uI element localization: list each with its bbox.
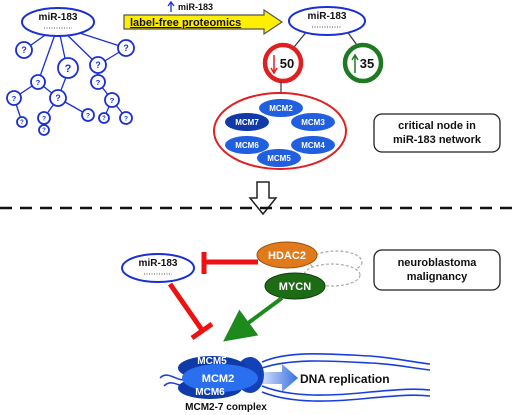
unknown-node-10 <box>81 108 95 122</box>
up-arrow-icon <box>351 53 359 61</box>
complex-label-mcm6: MCM6 <box>195 387 225 398</box>
arrow-mir-label: miR-183 <box>178 2 213 12</box>
hdac-mycn-complex: HDAC2 MYCN <box>256 241 363 300</box>
network-question-nodes: ??????????????? <box>6 39 135 136</box>
unknown-node-symbol: ? <box>42 115 46 122</box>
unknown-node-13 <box>16 116 28 128</box>
mcm-oval-mcm6 <box>225 136 269 154</box>
unknown-node-14 <box>38 124 50 136</box>
unknown-node-symbol: ? <box>12 94 17 103</box>
unknown-node-2 <box>57 57 79 79</box>
mcm-label-mcm7: MCM7 <box>235 118 259 127</box>
proteomics-arrow: miR-183 label-free proteomics <box>123 0 284 36</box>
down-arrow-icon <box>270 67 278 75</box>
mcm-label-mcm2: MCM2 <box>269 104 293 113</box>
neuro-text-line: malignancy <box>407 271 468 283</box>
hollow-down-arrow <box>248 181 278 216</box>
complex-oval-mcm2 <box>182 364 258 392</box>
unknown-node-symbol: ? <box>55 93 60 103</box>
mcm-oval-mcm4 <box>291 136 335 154</box>
unknown-node-7 <box>6 90 22 106</box>
unknown-node-11 <box>98 112 110 124</box>
unknown-node-symbol: ? <box>123 43 128 53</box>
unknown-node-symbol: ? <box>96 78 101 87</box>
unknown-node-symbol: ? <box>102 116 106 122</box>
unknown-node-8 <box>104 92 120 108</box>
dna-replication-arrow: DNA replication <box>262 364 390 392</box>
hdac2-label: HDAC2 <box>268 250 306 262</box>
mir183-network: ??????????????? miR-183 <box>6 7 135 136</box>
mycn-activates-mcm <box>223 296 284 342</box>
unknown-node-6 <box>49 89 67 107</box>
mcm-label-mcm5: MCM5 <box>267 154 291 163</box>
yellow-arrow-shape <box>123 8 284 36</box>
unknown-node-symbol: ? <box>124 115 128 122</box>
bottom-mir183-node: miR-183 <box>121 253 195 283</box>
mcm-oval-mcm5 <box>257 149 301 167</box>
hdac-inhibits-mir <box>201 252 258 274</box>
complex-label-mcm2: MCM2 <box>202 373 234 385</box>
network-center-label: miR-183 <box>39 12 78 23</box>
upregulated-circle: 35 <box>342 42 384 84</box>
bottom-mir-label: miR-183 <box>139 258 178 269</box>
mcm-label-mcm3: MCM3 <box>301 118 325 127</box>
unknown-node-9 <box>37 111 51 125</box>
unknown-node-12 <box>119 111 133 125</box>
result-node: miR-183 <box>288 6 366 53</box>
unknown-node-3 <box>89 56 107 74</box>
arrow-label: label-free proteomics <box>130 17 241 29</box>
mcm-complex: MCM5 MCM2 MCM6 <box>178 356 264 399</box>
unknown-node-symbol: ? <box>110 96 115 105</box>
result-node-label: miR-183 <box>308 11 347 22</box>
critical-node-box: critical node in miR-183 network <box>373 113 501 153</box>
mcm-oval-mcm3 <box>291 113 335 131</box>
critical-node-text: critical node in miR-183 network <box>393 120 482 146</box>
unknown-node-symbol: ? <box>21 45 26 55</box>
unknown-node-0 <box>15 41 33 59</box>
neuro-text-line: neuroblastoma <box>398 257 478 269</box>
mcm-oval-mcm2 <box>259 99 303 117</box>
hdac2-node <box>256 241 318 269</box>
complex-caption: MCM2-7 complex <box>185 402 267 413</box>
unknown-node-5 <box>90 74 106 90</box>
unknown-node-symbol: ? <box>36 78 41 87</box>
neuroblastoma-text: neuroblastoma malignancy <box>398 257 478 283</box>
neuroblastoma-box: neuroblastoma malignancy <box>373 249 501 291</box>
down-count: 50 <box>280 56 294 71</box>
mir-inhibits-mcm <box>167 282 214 341</box>
unknown-node-symbol: ? <box>65 63 72 75</box>
unknown-node-symbol: ? <box>42 128 46 134</box>
crit-text-line: critical node in <box>398 120 476 132</box>
unknown-node-symbol: ? <box>95 60 100 70</box>
crit-text-line: miR-183 network <box>393 134 482 146</box>
unknown-node-4 <box>117 39 135 57</box>
downregulated-circle: 50 <box>262 42 304 84</box>
dna-replication-label: DNA replication <box>300 372 390 386</box>
complex-label-mcm5: MCM5 <box>197 356 227 367</box>
mycn-label: MYCN <box>279 281 311 293</box>
mycn-node <box>264 272 326 300</box>
up-count: 35 <box>360 56 374 71</box>
unknown-node-symbol: ? <box>20 120 24 126</box>
mcm-oval-mcm7 <box>225 113 269 131</box>
unknown-node-symbol: ? <box>86 112 90 119</box>
network-center-node: miR-183 <box>21 7 95 37</box>
mcm-label-mcm4: MCM4 <box>301 141 325 150</box>
unknown-node-1 <box>30 74 46 90</box>
mcm-label-mcm6: MCM6 <box>235 141 259 150</box>
